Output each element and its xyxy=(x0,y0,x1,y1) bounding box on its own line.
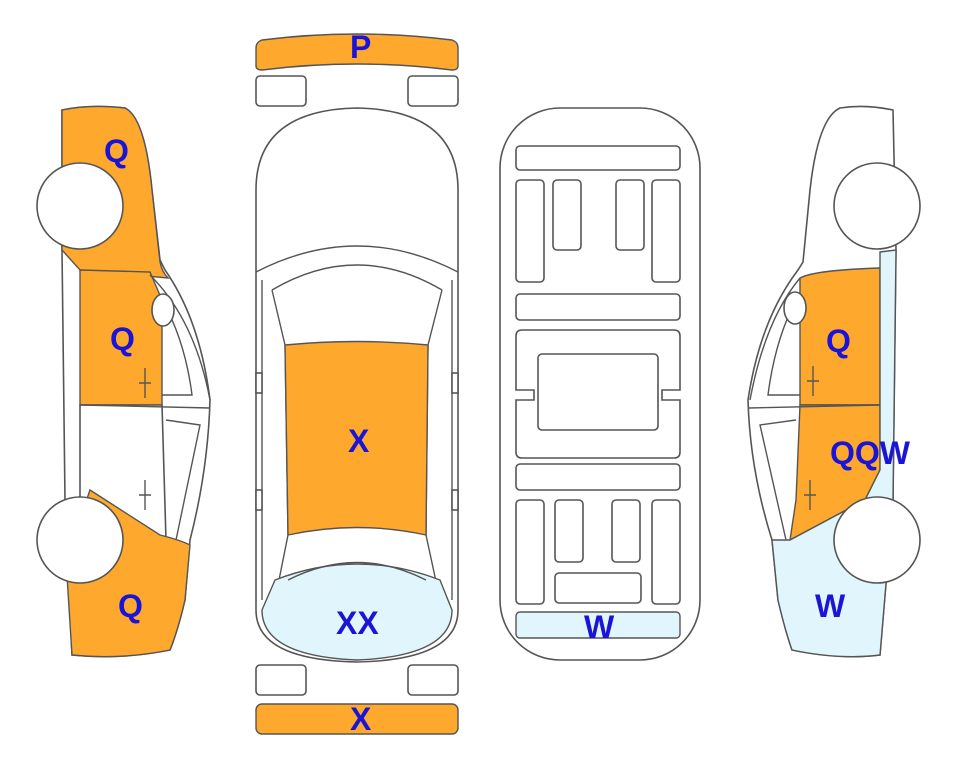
right-rear-door-code: QQW xyxy=(830,435,911,471)
roof-damage xyxy=(284,340,429,536)
rear-bumper-code: X xyxy=(350,701,372,737)
right-rear-wheel xyxy=(833,496,921,584)
top-right-mirror xyxy=(451,372,459,394)
right-front-door-code: Q xyxy=(826,323,851,359)
left-front-door-damage xyxy=(79,269,163,406)
top-left-rear-mark xyxy=(255,489,263,511)
underbody-front-left-inner xyxy=(552,179,582,251)
rear-window-damage xyxy=(261,563,453,661)
underbody-rear-crossmember xyxy=(515,463,681,491)
top-view: P X XX X xyxy=(255,29,459,737)
underbody-front-left-rail xyxy=(515,179,545,283)
left-front-door-code: Q xyxy=(110,321,135,357)
underbody-rear-bar-damage xyxy=(515,611,681,639)
front-left-headlight xyxy=(255,75,307,107)
underbody-front-crossmember xyxy=(515,293,681,321)
right-mirror xyxy=(783,291,807,325)
front-bumper-damage xyxy=(255,33,459,71)
underbody-rear-left-rail xyxy=(515,499,545,605)
right-front-handle xyxy=(807,366,819,396)
underbody-rear-right-rail xyxy=(651,499,681,605)
rear-left-light xyxy=(255,664,307,696)
underbody-front-right-inner xyxy=(615,179,645,251)
windshield xyxy=(255,245,459,291)
right-side-view: Q QQW W xyxy=(747,105,921,658)
underbody-rear-left-inner xyxy=(554,499,584,563)
right-front-wheel xyxy=(833,162,921,250)
underbody-view: W xyxy=(499,107,701,661)
left-rear-quarter-code: Q xyxy=(118,588,143,624)
underbody-rear-center xyxy=(554,572,642,604)
front-bumper-code: P xyxy=(350,29,371,65)
left-front-fender-code: Q xyxy=(104,133,129,169)
underbody-rear-right-inner xyxy=(611,499,641,563)
top-right-rear-mark xyxy=(451,489,459,511)
rear-bumper-damage xyxy=(255,703,459,735)
rear-window-code: XX xyxy=(336,605,379,641)
left-front-handle xyxy=(139,368,151,398)
left-rear-wheel xyxy=(36,496,124,584)
rear-window-line xyxy=(287,561,427,581)
underbody-center-panel xyxy=(537,353,659,431)
underbody-front-bar xyxy=(515,145,681,171)
underbody-rear-code: W xyxy=(584,609,615,645)
roof-code: X xyxy=(348,423,370,459)
right-rear-handle xyxy=(804,480,816,510)
front-right-headlight xyxy=(407,75,459,107)
underbody-front-right-rail xyxy=(651,179,681,283)
right-rear-quarter-code: W xyxy=(815,588,846,624)
left-front-wheel xyxy=(36,162,124,250)
rear-right-light xyxy=(407,664,459,696)
left-side-view: Q Q Q xyxy=(36,105,211,658)
top-left-mirror xyxy=(255,372,263,394)
left-side-door-line xyxy=(79,404,211,409)
left-mirror xyxy=(151,293,175,327)
right-side-door-line xyxy=(747,404,881,409)
left-rear-handle xyxy=(139,480,151,510)
